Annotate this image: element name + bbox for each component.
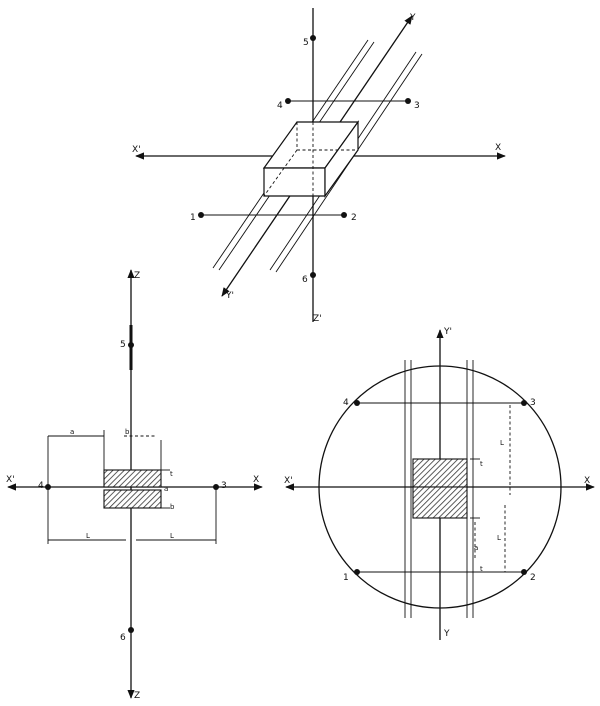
iso-label-x-neg: X' (132, 145, 141, 155)
plan-label-x: X (584, 476, 590, 486)
front-label-5: 5 (120, 340, 126, 350)
front-dim-L2: L (170, 532, 174, 540)
plan-label-3: 3 (530, 398, 536, 408)
plan-label-4: 4 (343, 398, 349, 408)
front-mark-top: t (170, 470, 173, 478)
isometric-view: Y X' X 5 4 3 1 2 6 Z' Y' (132, 8, 506, 324)
plan-view: Y' Y X' X 4 3 1 2 L L a t t (284, 327, 595, 640)
iso-label-2: 2 (351, 213, 357, 223)
front-point-4 (45, 484, 51, 490)
iso-label-3: 3 (414, 101, 420, 111)
front-label-x-neg: X' (6, 475, 15, 485)
plan-label-y: Y' (443, 327, 452, 337)
front-label-z: Z (134, 271, 140, 281)
front-label-4: 4 (38, 481, 44, 491)
plan-mark-t: t (480, 460, 483, 468)
front-label-6: 6 (120, 633, 126, 643)
iso-label-1: 1 (190, 213, 196, 223)
plan-dim-L1: L (500, 439, 504, 447)
iso-point-4 (285, 98, 291, 104)
front-hatched-box-bottom (103, 489, 162, 509)
front-point-3 (213, 484, 219, 490)
plan-hatched-box-bottom (412, 486, 468, 519)
front-hatched-box-top (103, 469, 162, 488)
iso-point-3 (405, 98, 411, 104)
plan-hatched-box-top (412, 458, 468, 488)
iso-point-1 (198, 212, 204, 218)
front-mark-bot: b (170, 503, 175, 511)
plan-label-2: 2 (530, 573, 536, 583)
front-dim-a: a (70, 428, 74, 436)
iso-point-2 (341, 212, 347, 218)
iso-point-6 (310, 272, 316, 278)
front-point-5 (128, 342, 134, 348)
iso-box (262, 120, 360, 198)
iso-label-z-neg: Z' (313, 314, 322, 324)
front-label-x: X (253, 475, 259, 485)
iso-label-4: 4 (277, 101, 283, 111)
plan-point-3 (521, 400, 527, 406)
front-mark-mid: a (164, 485, 168, 493)
front-view: Z Z X' X 5 4 3 6 a b L L t a b (6, 269, 263, 701)
plan-label-x-neg: X' (284, 476, 293, 486)
iso-label-y-neg: Y' (225, 291, 234, 301)
iso-label-x: X (495, 143, 501, 153)
plan-point-1 (354, 569, 360, 575)
plan-point-4 (354, 400, 360, 406)
iso-label-y: Y (409, 13, 416, 23)
plan-mark-b: t (480, 565, 483, 573)
plan-dim-L2: L (497, 534, 501, 542)
plan-dim-a: a (474, 544, 478, 552)
plan-label-1: 1 (343, 573, 349, 583)
front-label-z-neg: Z (134, 691, 140, 701)
plan-label-y-neg: Y (443, 629, 450, 639)
front-dim-L1: L (86, 532, 90, 540)
front-point-6 (128, 627, 134, 633)
iso-point-5 (310, 35, 316, 41)
plan-point-2 (521, 569, 527, 575)
iso-label-6: 6 (302, 275, 308, 285)
iso-label-5: 5 (303, 38, 309, 48)
front-label-3: 3 (221, 481, 227, 491)
front-dim-b: b (125, 428, 130, 436)
